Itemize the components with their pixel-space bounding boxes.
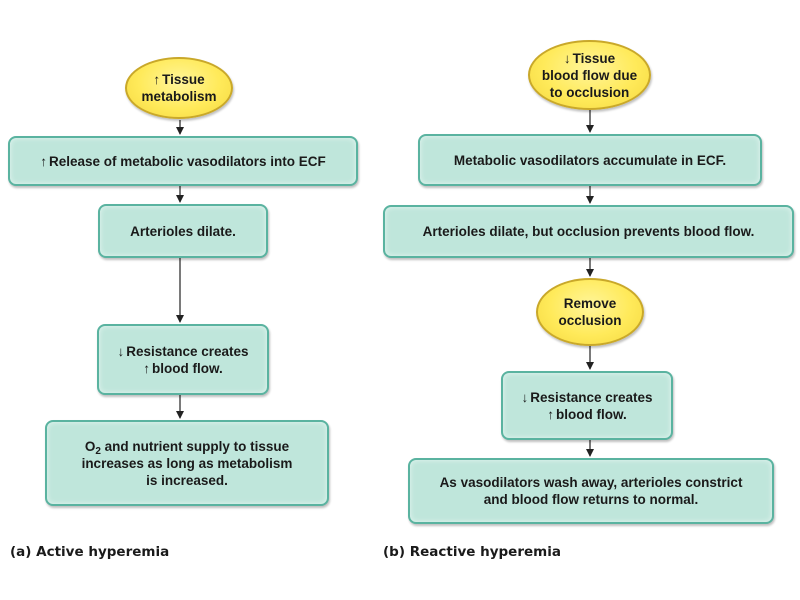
arterioles-dilate-box: Arterioles dilate. [98, 204, 268, 258]
resistance-box-b: ↓Resistance creates ↑blood flow. [501, 371, 673, 440]
o2-nutrient-box: O2 and nutrient supply to tissue increas… [45, 420, 329, 506]
down-arrow-icon: ↓ [521, 389, 529, 405]
up-arrow-icon: ↑ [547, 406, 554, 422]
vasodilators-wash-away-box: As vasodilators wash away, arterioles co… [408, 458, 774, 524]
remove-occlusion-oval: Remove occlusion [536, 278, 644, 346]
resistance-box-a: ↓Resistance creates ↑blood flow. [97, 324, 269, 395]
tissue-metabolism-oval: ↑Tissue metabolism [125, 57, 233, 119]
release-vasodilators-box: ↑Release of metabolic vasodilators into … [8, 136, 358, 186]
caption-active-hyperemia: (a) Active hyperemia [10, 544, 170, 560]
up-arrow-icon: ↑ [40, 153, 47, 169]
up-arrow-icon: ↑ [153, 72, 161, 87]
down-arrow-icon: ↓ [117, 343, 125, 359]
arterioles-dilate-occlusion-box: Arterioles dilate, but occlusion prevent… [383, 205, 794, 258]
caption-reactive-hyperemia: (b) Reactive hyperemia [383, 544, 561, 560]
down-arrow-icon: ↓ [563, 50, 571, 66]
vasodilators-accumulate-box: Metabolic vasodilators accumulate in ECF… [418, 134, 762, 186]
up-arrow-icon: ↑ [143, 360, 150, 376]
tissue-blood-flow-oval: ↓Tissue blood flow due to occlusion [528, 40, 651, 110]
